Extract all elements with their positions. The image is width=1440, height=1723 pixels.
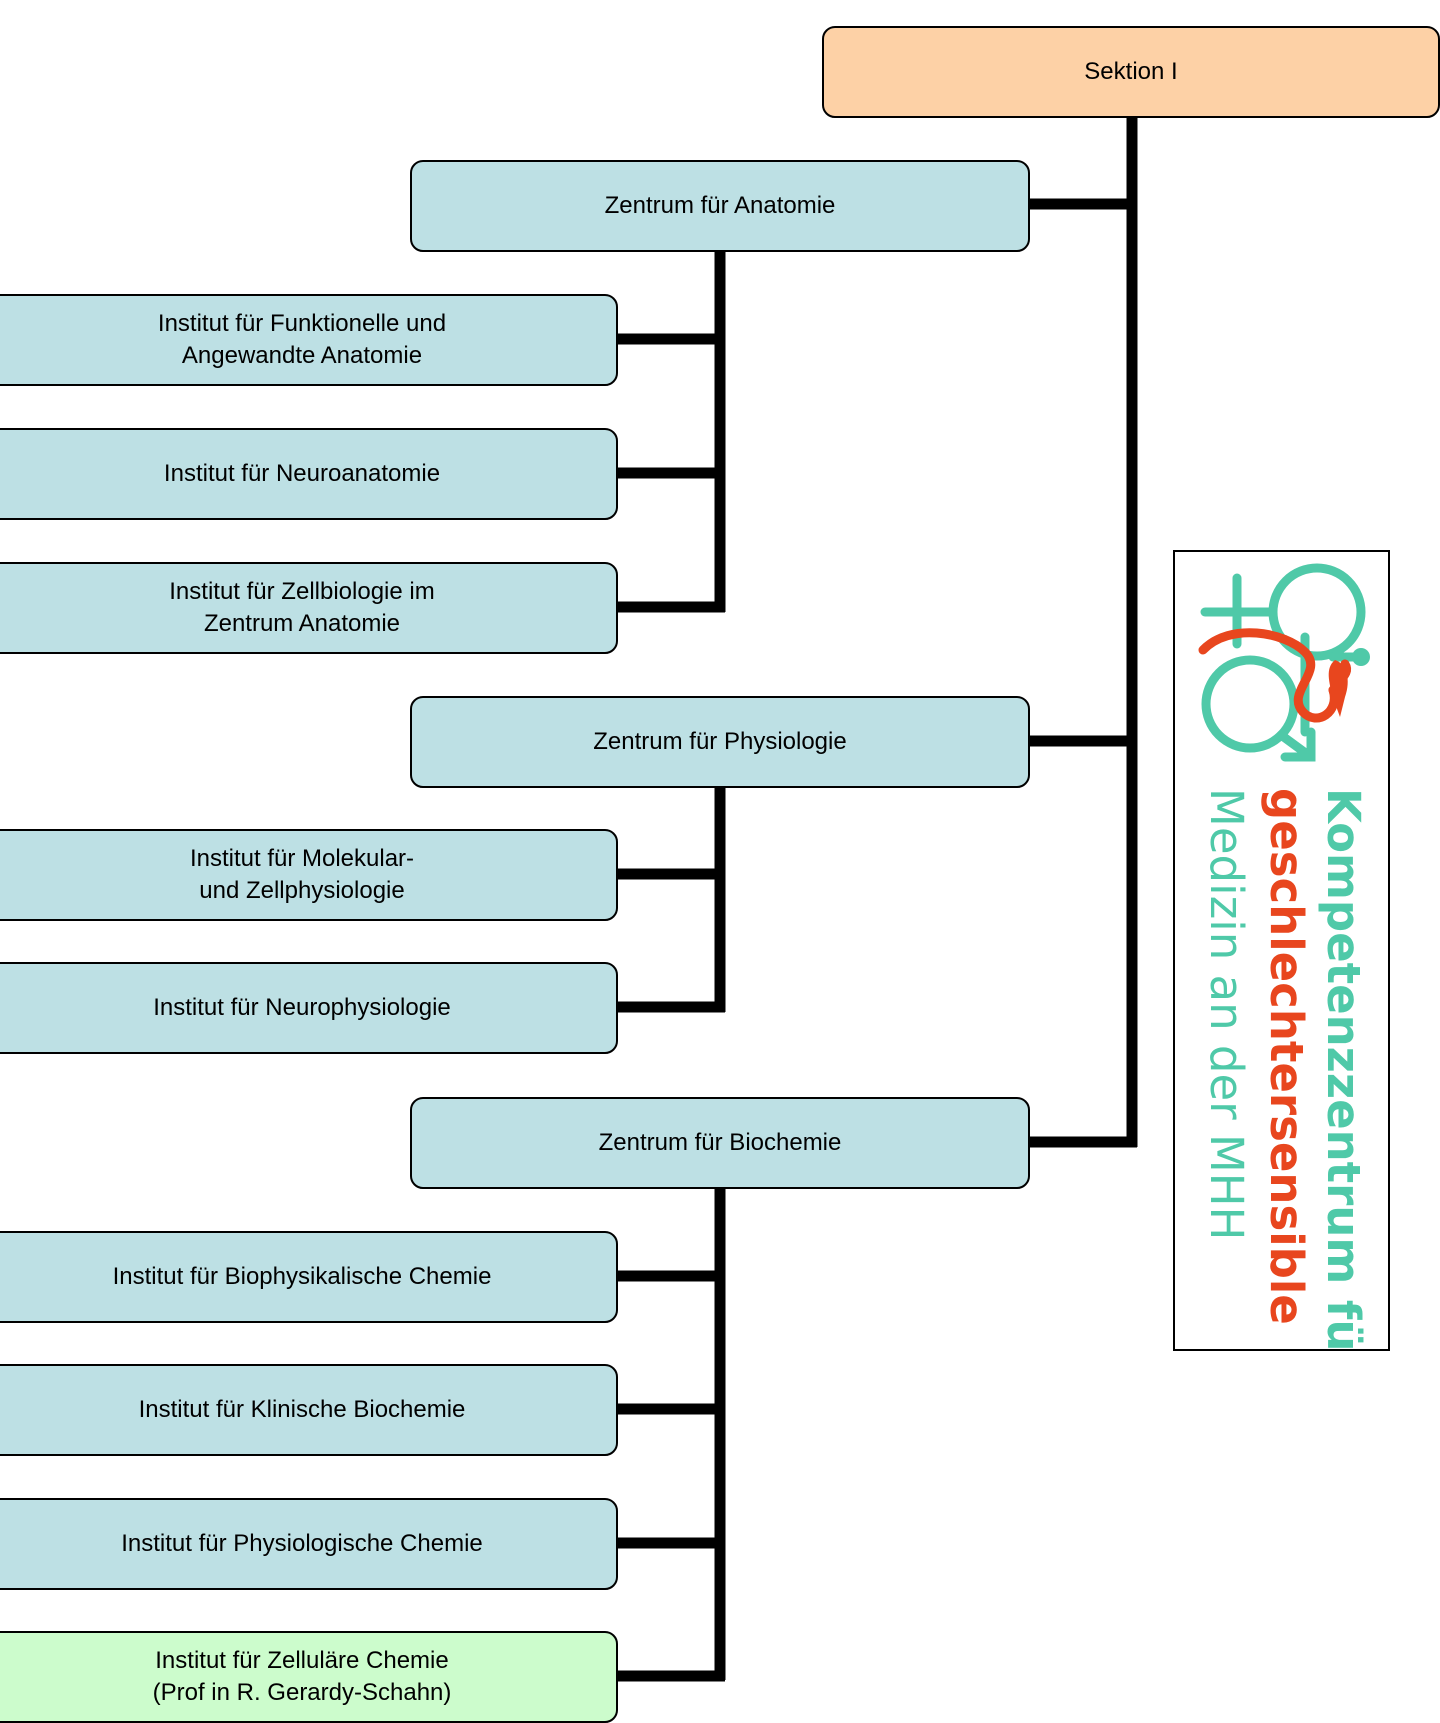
node-zentrum-physiologie: Zentrum für Physiologie bbox=[410, 696, 1030, 788]
logo-line-2: geschlechtersensible bbox=[1260, 788, 1313, 1325]
node-institut-zellbiologie: Institut für Zellbiologie im Zentrum Ana… bbox=[0, 562, 618, 654]
node-zentrum-anatomie: Zentrum für Anatomie bbox=[410, 160, 1030, 252]
node-label: Zentrum für Biochemie bbox=[598, 1129, 842, 1156]
node-label: Institut für Biophysikalische Chemie bbox=[112, 1263, 492, 1290]
node-institut-neurophysiologie: Institut für Neurophysiologie bbox=[0, 962, 618, 1054]
node-institut-molekular-zellphysiologie: Institut für Molekular- und Zellphysiolo… bbox=[0, 829, 618, 921]
node-label: Institut für Neuroanatomie bbox=[163, 460, 441, 487]
node-label: Institut für Klinische Biochemie bbox=[138, 1396, 466, 1423]
node-label: Institut für Zellbiologie im Zentrum Ana… bbox=[169, 578, 435, 637]
node-institut-physiologische-chemie: Institut für Physiologische Chemie bbox=[0, 1498, 618, 1590]
node-institut-neuroanatomie: Institut für Neuroanatomie bbox=[0, 428, 618, 520]
node-sektion-i: Sektion I bbox=[822, 26, 1440, 118]
logo-text-block: Kompetenzzentrum für geschlechtersensibl… bbox=[1197, 788, 1372, 1351]
node-label: Sektion I bbox=[1084, 58, 1178, 85]
logo-line-3: Medizin an der MHH bbox=[1200, 788, 1253, 1241]
node-institut-zellulaere-chemie: Institut für Zelluläre Chemie (Prof in R… bbox=[0, 1631, 618, 1723]
node-zentrum-biochemie: Zentrum für Biochemie bbox=[410, 1097, 1030, 1189]
node-institut-funktionelle-angewandte-anatomie: Institut für Funktionelle und Angewandte… bbox=[0, 294, 618, 386]
node-label: Institut für Physiologische Chemie bbox=[121, 1530, 483, 1557]
node-label: Institut für Funktionelle und Angewandte… bbox=[157, 310, 447, 369]
node-label: Institut für Zelluläre Chemie (Prof in R… bbox=[152, 1647, 452, 1706]
node-label: Institut für Neurophysiologie bbox=[153, 994, 451, 1021]
node-label: Institut für Molekular- und Zellphysiolo… bbox=[189, 845, 415, 904]
logo-line-1: Kompetenzzentrum für bbox=[1317, 788, 1370, 1351]
node-label: Zentrum für Anatomie bbox=[604, 192, 836, 219]
node-institut-biophysikalische-chemie: Institut für Biophysikalische Chemie bbox=[0, 1231, 618, 1323]
node-label: Zentrum für Physiologie bbox=[593, 728, 847, 755]
logo-kompetenzzentrum: Kompetenzzentrum für geschlechtersensibl… bbox=[1173, 550, 1390, 1351]
gender-medicine-symbol-icon bbox=[1198, 563, 1370, 762]
node-institut-klinische-biochemie: Institut für Klinische Biochemie bbox=[0, 1364, 618, 1456]
